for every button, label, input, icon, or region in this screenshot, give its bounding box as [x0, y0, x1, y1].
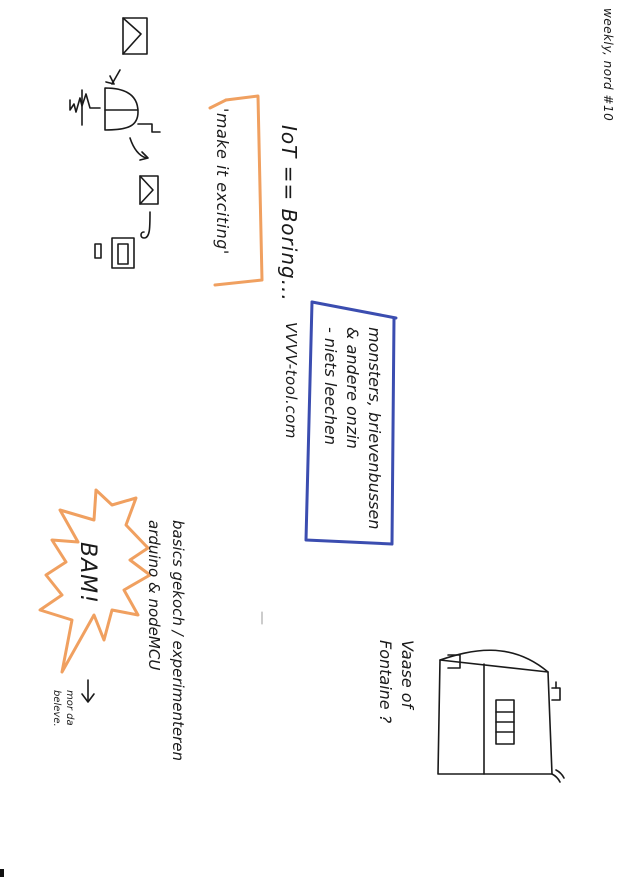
- vase-fountain-note: Vaase of Fontaine ?: [376, 640, 417, 724]
- blue-box: [304, 300, 398, 546]
- envelope-small-icon: [139, 175, 159, 205]
- mor-note: mor da beleve.: [51, 690, 75, 727]
- house-box-sketch: [437, 649, 565, 783]
- orange-starburst: [38, 488, 152, 674]
- vvvv-tool-note: VVVV-tool.com: [282, 322, 300, 439]
- bam-note: BAM!: [75, 542, 100, 604]
- iot-boring-note: IoT == Boring...: [277, 125, 301, 302]
- phone-sketch: [94, 211, 151, 269]
- mailbox-figure-sketch: [69, 69, 161, 161]
- monsters-note: monsters, brievenbussen & andere onzin -…: [321, 327, 384, 530]
- orange-bracket: [208, 94, 264, 287]
- scan-corner-mark: [0, 869, 4, 877]
- weekly-header: weekly, nord #10: [601, 8, 615, 122]
- envelope-icon: [122, 17, 148, 55]
- arrow-right: [81, 679, 95, 703]
- basics-note: basics gekoch / experimenteren arduino &…: [145, 520, 187, 762]
- make-exciting-note: 'make it exciting': [213, 108, 232, 255]
